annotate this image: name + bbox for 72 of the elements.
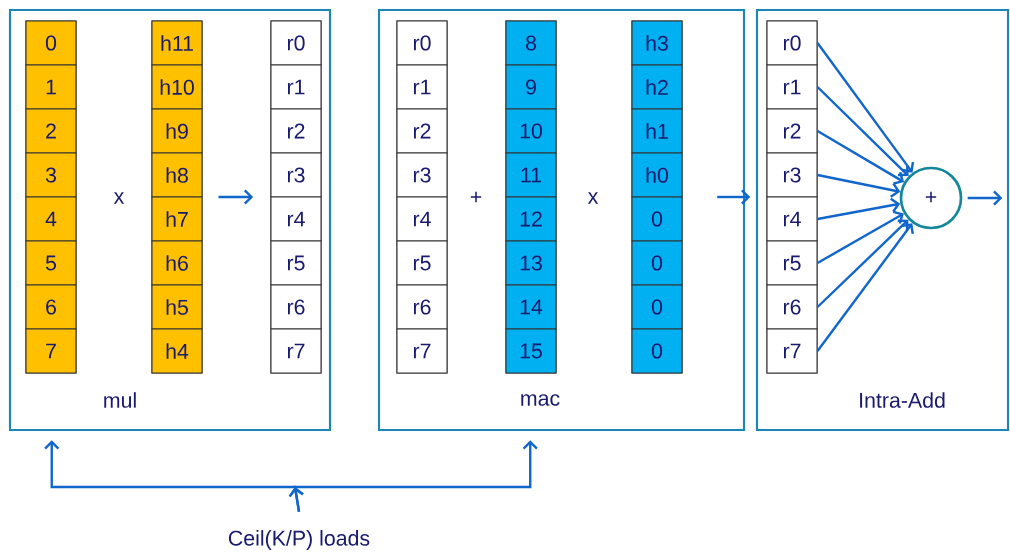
register-cell: h4	[151, 328, 203, 374]
arrow	[816, 129, 905, 185]
register-cell: 7	[25, 328, 77, 374]
register-cell: r7	[766, 328, 818, 374]
register-cell: 2	[25, 108, 77, 154]
operator-sign: x	[113, 192, 125, 204]
register-cell: 4	[25, 196, 77, 242]
operator-sign: x	[587, 192, 599, 204]
arrow	[817, 197, 901, 221]
register-cell: r2	[766, 108, 818, 154]
register-cell: 1	[25, 64, 77, 110]
register-cell: h7	[151, 196, 203, 242]
register-cell: h10	[151, 64, 203, 110]
register-cell: h1	[631, 108, 683, 154]
register-cell: 12	[505, 196, 557, 242]
register-cell: 0	[631, 240, 683, 286]
register-cell: r0	[396, 20, 448, 66]
register-cell: 14	[505, 284, 557, 330]
register-cell: h5	[151, 284, 203, 330]
register-cell: h2	[631, 64, 683, 110]
register-cell: 8	[505, 20, 557, 66]
register-cell: r6	[766, 284, 818, 330]
register-cell: 3	[25, 152, 77, 198]
arrow	[717, 189, 751, 205]
register-cell: r5	[396, 240, 448, 286]
register-cell: r4	[396, 196, 448, 242]
register-cell: h3	[631, 20, 683, 66]
register-cell: r1	[766, 64, 818, 110]
register-cell: 13	[505, 240, 557, 286]
operator-sign: +	[470, 191, 482, 203]
arrow	[817, 173, 901, 198]
register-cell: 11	[505, 152, 557, 198]
register-cell: r0	[766, 20, 818, 66]
register-cell: h11	[151, 20, 203, 66]
register-cell: r6	[396, 284, 448, 330]
register-cell: 10	[505, 108, 557, 154]
register-cell: r4	[270, 196, 322, 242]
register-cell: r1	[270, 64, 322, 110]
register-cell: r0	[270, 20, 322, 66]
register-cell: r7	[396, 328, 448, 374]
register-cell: 0	[631, 284, 683, 330]
register-cell: 0	[631, 196, 683, 242]
register-cell: 6	[25, 284, 77, 330]
register-cell: 0	[25, 20, 77, 66]
arrow	[816, 219, 909, 308]
register-cell: r6	[270, 284, 322, 330]
register-cell: r3	[270, 152, 322, 198]
arrow	[967, 190, 1003, 206]
register-cell: r1	[396, 64, 448, 110]
register-cell: r5	[270, 240, 322, 286]
register-cell: h9	[151, 108, 203, 154]
register-cell: h6	[151, 240, 203, 286]
arrow	[816, 210, 904, 265]
arrow	[816, 42, 915, 173]
arrow	[218, 189, 254, 205]
register-cell: r5	[766, 240, 818, 286]
register-cell: r2	[396, 108, 448, 154]
register-cell: r4	[766, 196, 818, 242]
register-cell: r3	[396, 152, 448, 198]
register-cell: 0	[631, 328, 683, 374]
arrow	[816, 223, 914, 352]
register-cell: 5	[25, 240, 77, 286]
arrow	[816, 86, 909, 177]
register-cell: r7	[270, 328, 322, 374]
register-cell: 15	[505, 328, 557, 374]
caption-text: Ceil(K/P) loads	[228, 530, 370, 550]
register-cell: r2	[270, 108, 322, 154]
register-cell: 9	[505, 64, 557, 110]
register-cell: h0	[631, 152, 683, 198]
arrow	[288, 440, 538, 512]
register-cell: r3	[766, 152, 818, 198]
register-cell: h8	[151, 152, 203, 198]
